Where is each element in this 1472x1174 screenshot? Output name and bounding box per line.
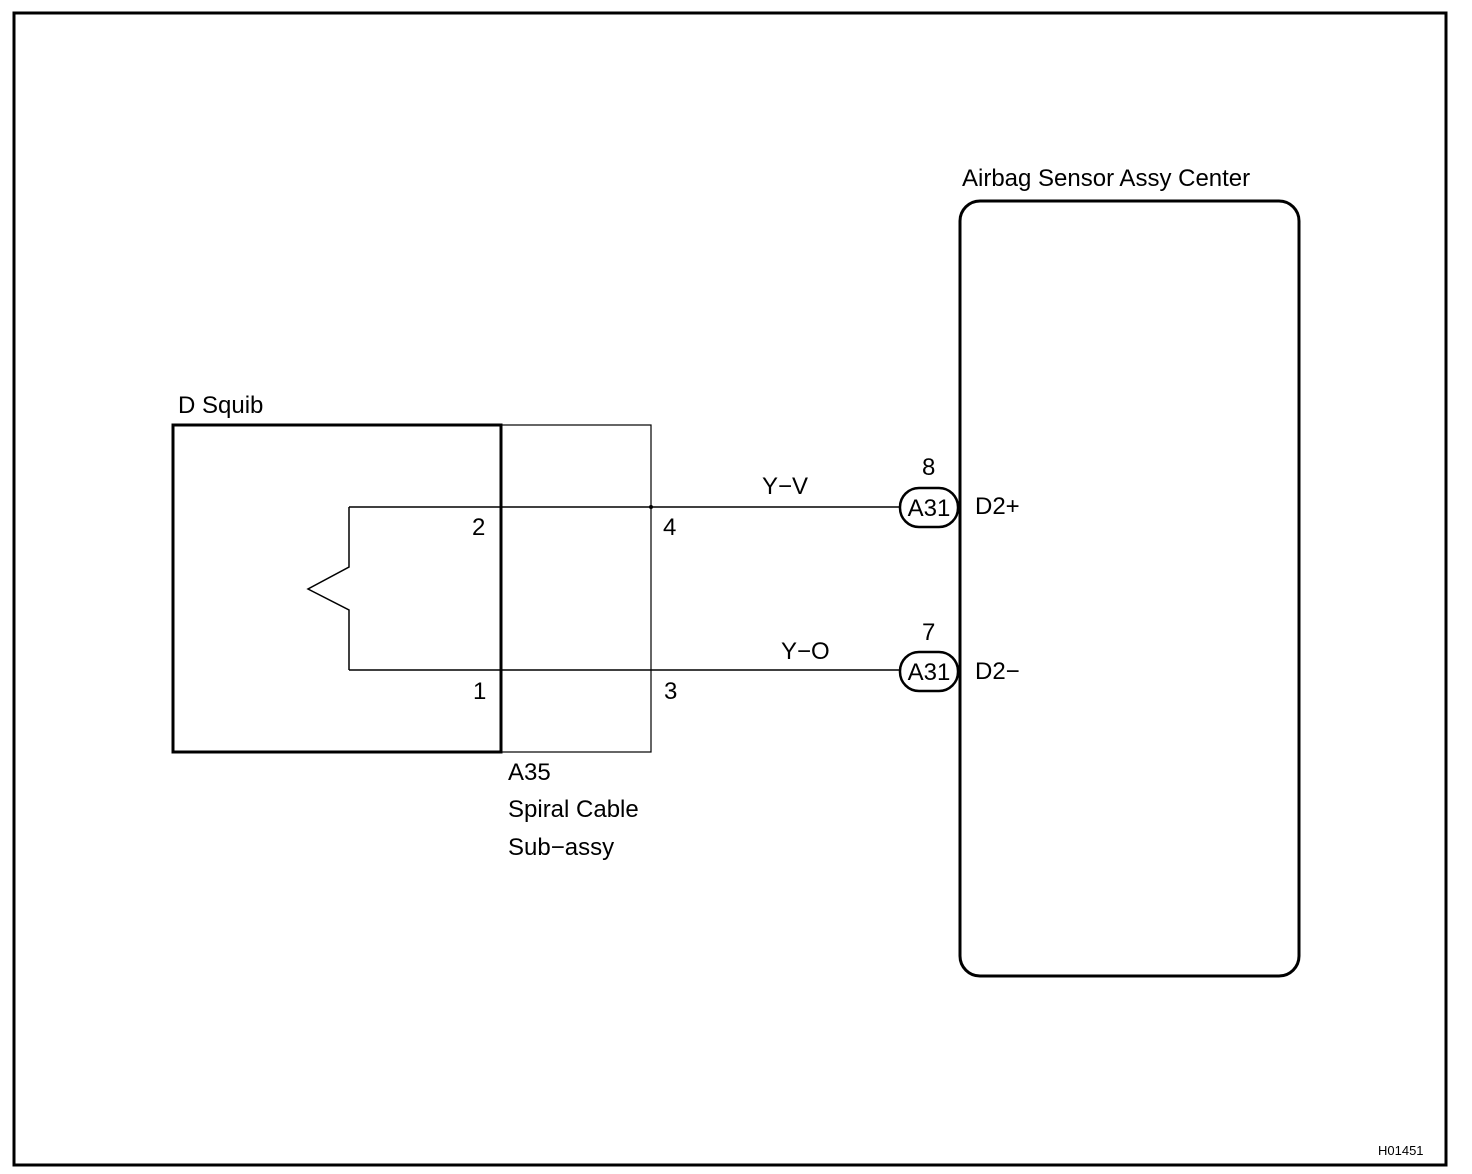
squib-label: D Squib — [178, 392, 263, 419]
squib-pin-1: 1 — [473, 678, 486, 705]
cable-pin-3: 3 — [664, 678, 677, 705]
diagram-frame — [12, 11, 1448, 1167]
wire-color-y-v: Y−V — [762, 473, 808, 500]
terminal-d2-plus: D2+ — [975, 493, 1020, 520]
spiral-cable-code: A35 — [508, 759, 551, 786]
squib-box — [171, 423, 503, 754]
sensor-label: Airbag Sensor Assy Center — [962, 165, 1250, 192]
wire-color-y-o: Y−O — [781, 638, 830, 665]
sensor-box — [958, 199, 1301, 978]
spiral-cable-box — [500, 424, 652, 753]
spiral-cable-name-line2: Sub−assy — [508, 834, 614, 861]
terminal-d2-minus: D2− — [975, 658, 1020, 685]
spiral-cable-name-line1: Spiral Cable — [508, 796, 639, 823]
junction-dot — [649, 505, 653, 509]
connector-a31-pin8 — [898, 486, 960, 529]
cable-pin-4: 4 — [663, 514, 676, 541]
figure-code: H01451 — [1378, 1143, 1424, 1158]
connector-a31-label: A31 — [908, 659, 951, 686]
connector-pin-8: 8 — [922, 454, 935, 481]
connector-pin-7: 7 — [922, 619, 935, 646]
squib-pin-2: 2 — [472, 514, 485, 541]
connector-a31-label: A31 — [908, 495, 951, 522]
connector-a31-pin7 — [898, 650, 960, 693]
squib-element-symbol — [306, 507, 350, 670]
